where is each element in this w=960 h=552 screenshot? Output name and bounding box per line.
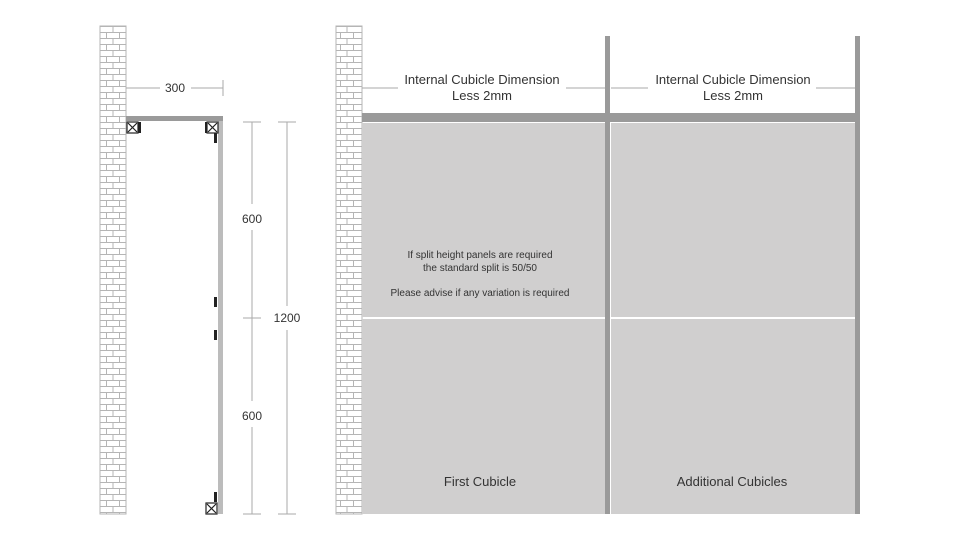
header-additional-line1: Internal Cubicle Dimension bbox=[655, 72, 810, 87]
bracket-top-right bbox=[205, 121, 219, 134]
header-first-line2: Less 2mm bbox=[452, 88, 512, 103]
panel-additional-lower bbox=[611, 319, 855, 514]
panel-first-upper bbox=[362, 123, 605, 317]
header-first-line1: Internal Cubicle Dimension bbox=[404, 72, 559, 87]
lower-dim-label: 600 bbox=[242, 409, 262, 423]
brick-wall-right bbox=[335, 25, 363, 515]
total-dim-label: 1200 bbox=[274, 311, 301, 325]
note-line1: If split height panels are required bbox=[407, 250, 552, 261]
panel-first-lower bbox=[362, 319, 605, 514]
note-line3: Please advise if any variation is requir… bbox=[391, 288, 570, 299]
hinge-mid-1 bbox=[214, 297, 217, 307]
bracket-bottom bbox=[205, 502, 218, 515]
pilaster-middle bbox=[605, 36, 610, 514]
bracket-top-left bbox=[126, 121, 141, 134]
hinge-mid-2 bbox=[214, 330, 217, 340]
panel-side bbox=[218, 121, 223, 514]
width-dim-label: 300 bbox=[165, 81, 185, 95]
header-additional-line2: Less 2mm bbox=[703, 88, 763, 103]
additional-cubicles-label: Additional Cubicles bbox=[677, 474, 788, 489]
pilaster-end bbox=[855, 36, 860, 514]
side-view: 300 600 bbox=[99, 25, 301, 515]
upper-dim-label: 600 bbox=[242, 212, 262, 226]
note-line2: the standard split is 50/50 bbox=[423, 263, 537, 274]
brick-wall-left bbox=[99, 25, 127, 515]
split-dim-line bbox=[243, 121, 261, 515]
front-view: Internal Cubicle Dimension Less 2mm Inte… bbox=[335, 25, 860, 515]
panel-additional-upper bbox=[611, 123, 855, 317]
first-cubicle-label: First Cubicle bbox=[444, 474, 516, 489]
headrail-side bbox=[126, 116, 223, 121]
total-dim-line bbox=[278, 121, 296, 515]
hinge-bottom bbox=[214, 492, 217, 502]
hinge-top-bracket bbox=[214, 133, 217, 143]
